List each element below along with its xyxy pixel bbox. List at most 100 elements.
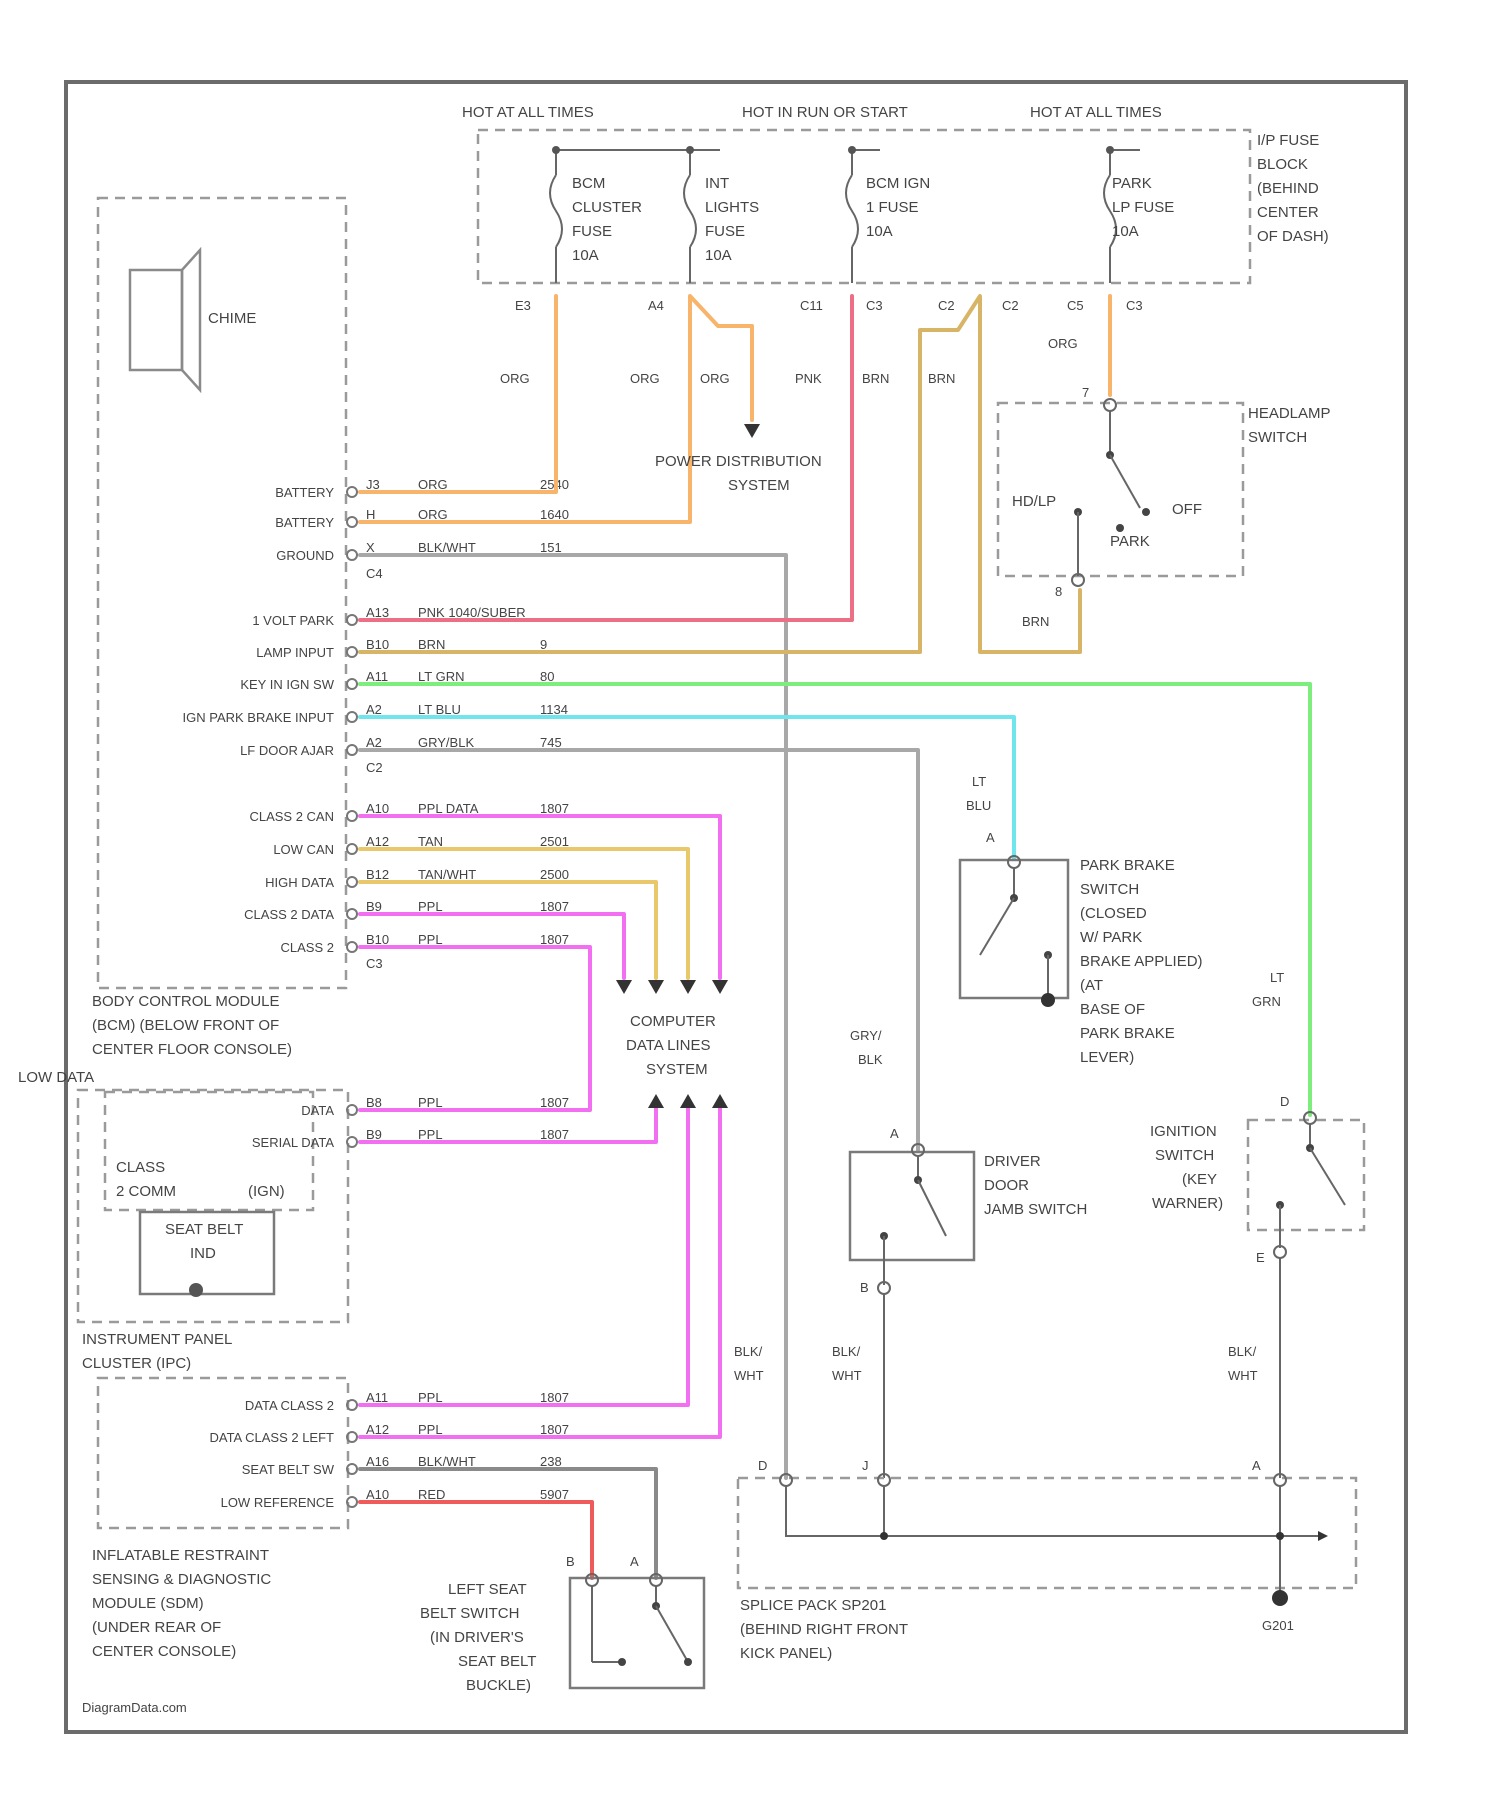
park-brake-title-9: LEVER) xyxy=(1080,1049,1134,1066)
bcm-pin-circuit: 1134 xyxy=(540,702,568,717)
splice-pin-d: D xyxy=(758,1458,767,1473)
park-brake-title-5: BRAKE APPLIED) xyxy=(1080,953,1203,970)
bcm-pin-terminal xyxy=(347,517,357,527)
wire-ppl-ipc-serial xyxy=(360,1108,656,1142)
splice-title-2: (BEHIND RIGHT FRONT xyxy=(740,1621,908,1638)
bcm-pin-terminal xyxy=(347,679,357,689)
sdm-title-2: SENSING & DIAGNOSTIC xyxy=(92,1571,271,1588)
splice-wire-d-2: WHT xyxy=(734,1368,764,1383)
fuse-conn-8: C3 xyxy=(1126,298,1143,313)
bcm-pin-name: HIGH DATA xyxy=(265,875,334,890)
ignition-box xyxy=(1248,1120,1364,1230)
ipc-title-1: INSTRUMENT PANEL xyxy=(82,1331,232,1348)
bcm-pin-id: H xyxy=(366,507,375,522)
bcm-pin-terminal xyxy=(347,877,357,887)
park-brake-wire-1: LT xyxy=(972,774,986,789)
top-wire-label-7: ORG xyxy=(1048,336,1078,351)
sdm-title-3: MODULE (SDM) xyxy=(92,1595,204,1612)
bcm-pin-id: J3 xyxy=(366,477,380,492)
door-wire-1: GRY/ xyxy=(850,1028,882,1043)
bcm-pin-id: B10 xyxy=(366,637,389,652)
bcm-pin-circuit: 745 xyxy=(540,735,562,750)
data-lines-3: SYSTEM xyxy=(646,1061,708,1078)
splice-title-3: KICK PANEL) xyxy=(740,1645,832,1662)
seatbelt-title-1: LEFT SEAT xyxy=(448,1581,527,1598)
fuse-bcm-ign: BCM IGN 1 FUSE 10A xyxy=(846,146,930,283)
ground-g201-icon xyxy=(1272,1590,1288,1606)
fuse-3-label-3: 10A xyxy=(866,223,893,240)
bcm-title-3: CENTER FLOOR CONSOLE) xyxy=(92,1041,292,1058)
seatbelt-title-5: BUCKLE) xyxy=(466,1677,531,1694)
sdm-title-4: (UNDER REAR OF xyxy=(92,1619,221,1636)
bcm-pin-color: GRY/BLK xyxy=(418,735,474,750)
ipc-pin-circuit: 1807 xyxy=(540,1095,569,1110)
fuse-4-label-2: LP FUSE xyxy=(1112,199,1174,216)
fuse-header-2: HOT IN RUN OR START xyxy=(742,104,908,121)
bcm-pin-id: A13 xyxy=(366,605,389,620)
bcm-module: CHIME BODY CONTROL MODULE (BCM) (BELOW F… xyxy=(92,198,383,1058)
fuse-header-3: HOT AT ALL TIMES xyxy=(1030,104,1162,121)
bcm-pin-color: LT BLU xyxy=(418,702,461,717)
bcm-pin-name: LOW CAN xyxy=(273,842,334,857)
park-brake-title-8: PARK BRAKE xyxy=(1080,1025,1175,1042)
data-lines-2: DATA LINES xyxy=(626,1037,710,1054)
ignition-blade xyxy=(1310,1148,1345,1205)
bcm-pin-circuit: 1807 xyxy=(540,932,569,947)
data-arrow-down-2-icon xyxy=(648,980,664,994)
bcm-pin-id: A2 xyxy=(366,702,382,717)
fuse-3-label-1: BCM IGN xyxy=(866,175,930,192)
power-dist-2: SYSTEM xyxy=(728,477,790,494)
chime-label: CHIME xyxy=(208,310,256,327)
sdm-pin-circuit: 5907 xyxy=(540,1487,569,1502)
splice-arrow-icon xyxy=(1318,1531,1328,1541)
ign-wire-1: LT xyxy=(1270,970,1284,985)
splice-pack-box xyxy=(738,1478,1356,1588)
park-brake-title-3: (CLOSED xyxy=(1080,905,1147,922)
ign-title-1: IGNITION xyxy=(1150,1123,1217,1140)
fuse-conn-5: C2 xyxy=(938,298,955,313)
headlamp-title-1: HEADLAMP xyxy=(1248,405,1331,422)
bcm-pin-name: KEY IN IGN SW xyxy=(240,677,334,692)
park-brake-pin-a: A xyxy=(986,830,995,845)
bcm-pin-terminal xyxy=(347,487,357,497)
ign-pin-d: D xyxy=(1280,1094,1289,1109)
door-title-1: DRIVER xyxy=(984,1153,1041,1170)
bcm-pin-name: LAMP INPUT xyxy=(256,645,334,660)
seatbelt-switch: B A LEFT SEAT BELT SWITCH (IN DRIVER'S S… xyxy=(420,1554,704,1694)
fuse-block-title-2: BLOCK xyxy=(1257,156,1308,173)
seatbelt-title-3: (IN DRIVER'S xyxy=(430,1629,524,1646)
chime-icon xyxy=(130,250,200,390)
bcm-pin-terminal xyxy=(347,712,357,722)
ign-wire-2: GRN xyxy=(1252,994,1281,1009)
fuse-4-label-1: PARK xyxy=(1112,175,1152,192)
bcm-pin-id: A12 xyxy=(366,834,389,849)
headlamp-pos-off: OFF xyxy=(1172,501,1202,518)
sdm-pin-color: BLK/WHT xyxy=(418,1454,476,1469)
wire-red-lowref xyxy=(360,1502,592,1578)
sdm-pin-list: DATA CLASS 2A11PPL1807DATA CLASS 2 LEFTA… xyxy=(209,1390,568,1510)
wire-gry-ground xyxy=(360,555,786,1478)
seatbelt-ind-1: SEAT BELT xyxy=(165,1221,243,1238)
fuse-block: HOT AT ALL TIMES HOT IN RUN OR START HOT… xyxy=(462,104,1329,313)
bcm-pin-name: CLASS 2 DATA xyxy=(244,907,334,922)
fuse-conn-4: C3 xyxy=(866,298,883,313)
wire-ppl-sdm-2 xyxy=(360,1108,720,1437)
bcm-pin-name: LF DOOR AJAR xyxy=(240,743,334,758)
splice-wire-a-2: WHT xyxy=(1228,1368,1258,1383)
ipc-pin-color: PPL xyxy=(418,1095,443,1110)
fuse-3-label-2: 1 FUSE xyxy=(866,199,919,216)
sdm-title-5: CENTER CONSOLE) xyxy=(92,1643,236,1660)
sdm-pin-circuit: 1807 xyxy=(540,1390,569,1405)
splice-wire-d-1: BLK/ xyxy=(734,1344,763,1359)
bcm-pin-circuit: 151 xyxy=(540,540,562,555)
bcm-pin-terminal xyxy=(347,647,357,657)
bcm-pin-name: 1 VOLT PARK xyxy=(252,613,334,628)
bcm-pin-name: BATTERY xyxy=(275,485,334,500)
bcm-pin-circuit: 1640 xyxy=(540,507,569,522)
door-title-2: DOOR xyxy=(984,1177,1029,1194)
ipc-class2-3: (IGN) xyxy=(248,1183,285,1200)
top-wire-labels: ORG ORG ORG PNK BRN BRN ORG xyxy=(500,336,1078,386)
door-pin-b: B xyxy=(860,1280,869,1295)
sdm-pin-name: SEAT BELT SW xyxy=(242,1462,335,1477)
